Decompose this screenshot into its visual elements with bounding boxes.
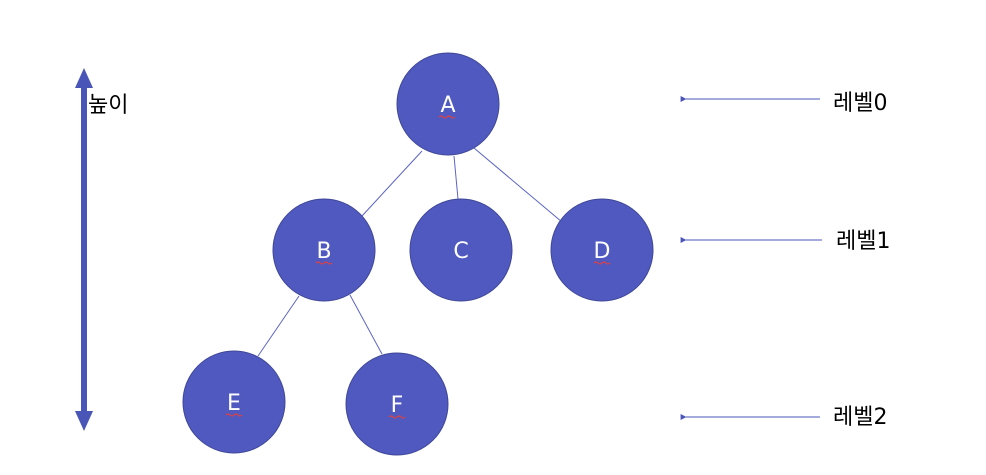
- level1-label: 레벨1: [836, 229, 890, 254]
- node-b-circle: [272, 198, 376, 302]
- height-arrow-head-top: [75, 68, 93, 88]
- node-b: B: [272, 198, 376, 302]
- node-a-circle: [396, 52, 500, 156]
- node-d: D: [550, 198, 654, 302]
- node-f: F: [345, 352, 449, 456]
- node-c-label: C: [453, 239, 468, 264]
- node-f-label: F: [391, 393, 404, 418]
- level2-label: 레벨2: [833, 405, 887, 430]
- height-arrow-head-bottom: [75, 411, 93, 431]
- node-c-circle: [409, 198, 513, 302]
- node-e-circle: [182, 350, 286, 454]
- spellcheck-squiggle-icon: [593, 261, 611, 265]
- node-e-label: E: [227, 391, 241, 416]
- node-f-circle: [345, 352, 449, 456]
- height-arrow: [75, 68, 93, 431]
- spellcheck-squiggle-icon: [438, 115, 456, 119]
- spellcheck-squiggle-icon: [315, 261, 333, 265]
- node-a-label: A: [440, 93, 455, 118]
- node-c: C: [409, 198, 513, 302]
- edge-b-e: [257, 295, 300, 357]
- node-d-circle: [550, 198, 654, 302]
- node-e: E: [182, 350, 286, 454]
- edges: [257, 147, 563, 357]
- spellcheck-squiggle-icon: [225, 413, 243, 417]
- spellcheck-squiggle-icon: [388, 415, 406, 419]
- height-label: 높이: [88, 93, 128, 118]
- edge-a-b: [361, 150, 423, 217]
- node-d-label: D: [594, 239, 611, 264]
- level0-label: 레벨0: [833, 91, 887, 116]
- node-a: A: [396, 52, 500, 156]
- node-b-label: B: [316, 239, 331, 264]
- edge-a-c: [453, 155, 459, 200]
- edge-a-d: [473, 147, 563, 223]
- edge-b-f: [349, 294, 383, 355]
